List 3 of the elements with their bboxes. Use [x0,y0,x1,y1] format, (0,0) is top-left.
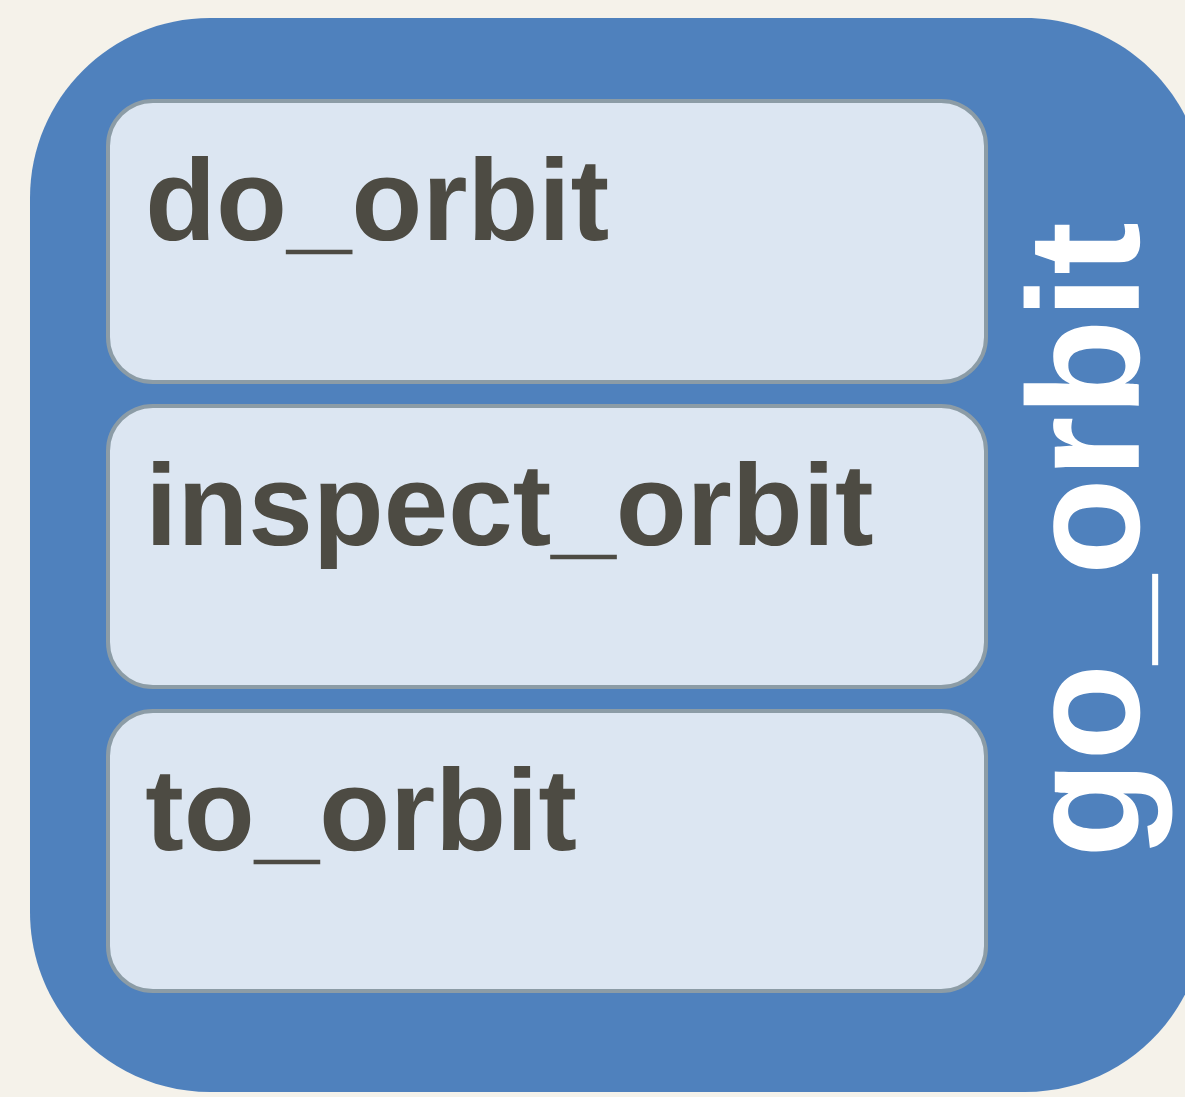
function-box: do_orbit [106,99,988,384]
function-box: to_orbit [106,709,988,993]
function-box: inspect_orbit [106,404,988,689]
